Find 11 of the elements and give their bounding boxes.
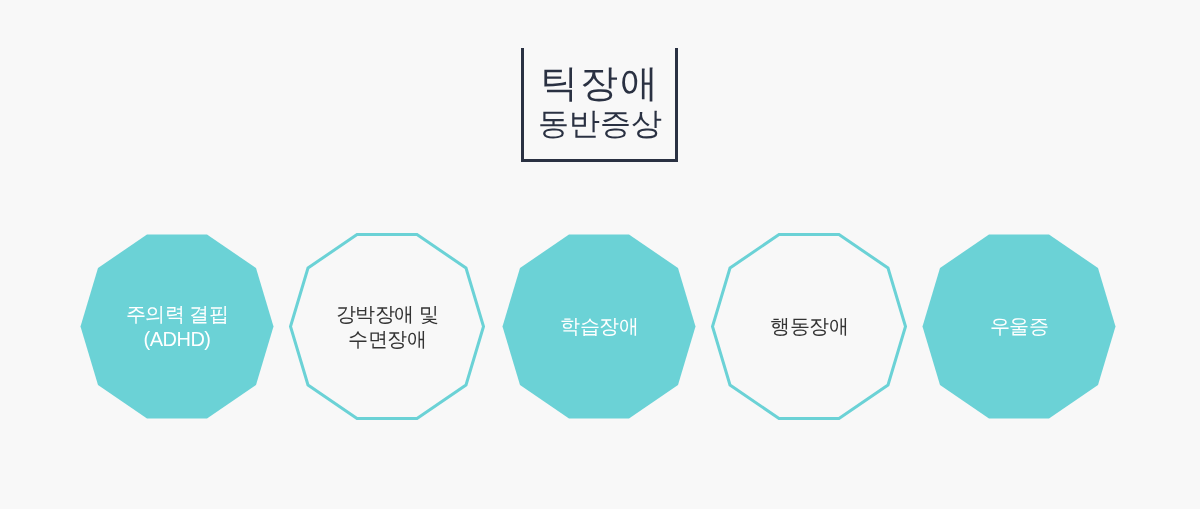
node-label: 주의력 결핍 (ADHD) <box>124 301 230 352</box>
node-label: 행동장애 <box>769 314 849 339</box>
decagon-node <box>289 233 485 420</box>
decagon-node <box>501 233 697 420</box>
decagon-node <box>711 233 907 420</box>
title: 틱장애 동반증상 <box>536 62 663 142</box>
node-label: 학습장애 <box>559 314 639 339</box>
decagon-node <box>921 233 1117 420</box>
node-label: 강박장애 및 수면장애 <box>334 301 440 352</box>
decagon-node <box>79 233 275 420</box>
node-label: 우울증 <box>988 314 1050 339</box>
